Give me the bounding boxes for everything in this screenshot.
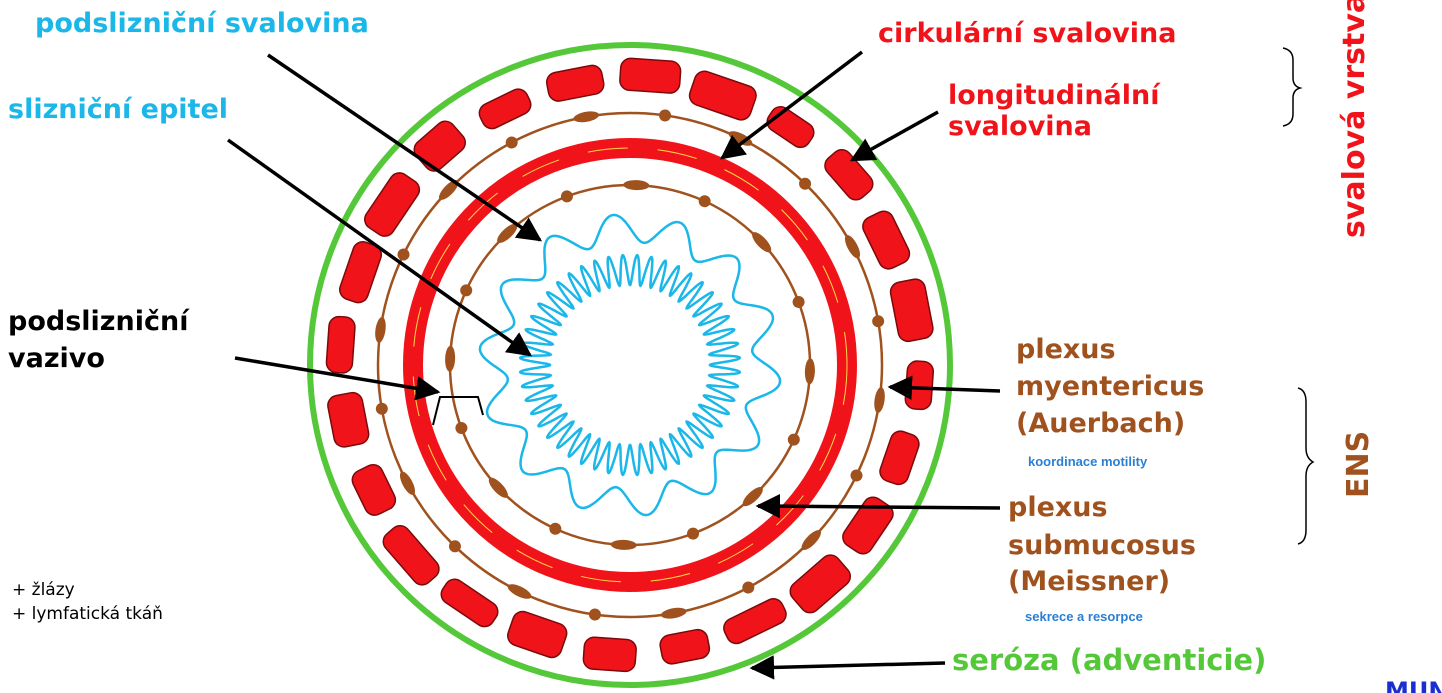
longitudinal-muscle-blob (326, 391, 370, 449)
longitudinal-muscle-blob (326, 316, 356, 374)
longitudinal-muscle-blob (437, 575, 501, 630)
mucosa-outline (480, 215, 780, 515)
longitudinal-muscle-blob (889, 277, 935, 343)
ganglion-node (458, 282, 474, 298)
ganglion-spindle (445, 346, 456, 372)
longitudinal-muscle-blob (905, 360, 934, 410)
note-lymfaticka-tkan: + lymfatická tkáň (12, 603, 163, 626)
longitudinal-muscle-blob (763, 103, 817, 151)
ganglion-spindle (611, 539, 637, 550)
ganglion-spindle (486, 475, 511, 501)
longitudinal-muscle-blob (720, 595, 789, 646)
ganglion-spindle (573, 110, 600, 124)
ganglion-node (504, 134, 520, 150)
label-longitudinalni-line1: longitudinální (948, 82, 1160, 110)
longitudinal-muscle-blob (687, 69, 759, 123)
ganglion-spindle (873, 387, 887, 414)
label-podsliznicni-vazivo-line1: podslizniční (8, 308, 188, 336)
ganglion-node (786, 432, 802, 448)
label-plexus-myentericus-line2: myentericus (1016, 373, 1204, 401)
longitudinal-muscle-blob (583, 637, 637, 673)
longitudinal-muscle-blob (337, 239, 384, 305)
ganglion-node (685, 526, 700, 541)
label-seroza: seróza (adventicie) (952, 645, 1266, 675)
ganglion-node (658, 109, 672, 123)
ganglion-spindle (842, 233, 863, 261)
label-plexus-myentericus-line1: plexus (1016, 336, 1116, 364)
label-longitudinalni-line2: svalovina (948, 113, 1092, 141)
arrow-longitudinalni (852, 112, 938, 160)
ganglion-node (588, 608, 602, 622)
ganglion-spindle (374, 316, 388, 343)
longitudinal-muscle-blob (619, 58, 681, 94)
ganglion-spindle (397, 469, 418, 497)
label-plexus-submucosus-line1: plexus (1008, 494, 1108, 522)
ganglion-node (848, 467, 864, 483)
longitudinal-muscle-blob (860, 208, 913, 272)
ganglion-node (375, 402, 389, 416)
longitudinal-muscle-blob (877, 428, 921, 487)
ganglion-node (697, 193, 713, 209)
ganglion-node (791, 294, 806, 309)
label-ens: ENS (1341, 431, 1376, 498)
ganglion-spindle (660, 606, 687, 620)
ganglion-spindle (623, 180, 649, 191)
longitudinal-muscle-blob (505, 609, 569, 660)
ganglion-node (454, 420, 469, 435)
ganglion-spindle (799, 527, 824, 553)
label-podsliznicni-svalovina: podslizniční svalovina (35, 10, 369, 38)
ganglion-node (740, 579, 756, 595)
ganglion-spindle (804, 358, 815, 384)
longitudinal-muscle-blob (786, 551, 854, 617)
ganglion-node (871, 314, 885, 328)
note-koordinace-motility: koordinace motility (1028, 454, 1147, 469)
epithelium-villi (520, 255, 740, 475)
ganglion-spindle (436, 177, 461, 203)
longitudinal-muscle-blob (658, 628, 711, 666)
longitudinal-muscle-blob (839, 493, 897, 557)
longitudinal-muscle-blob (349, 461, 399, 518)
ganglion-node (559, 189, 574, 204)
label-svalova-vrstva: svalová vrstva (1337, 0, 1372, 238)
label-plexus-myentericus-line3: (Auerbach) (1016, 410, 1185, 438)
ganglion-spindle (749, 229, 774, 255)
ganglion-node (547, 521, 563, 537)
brace-ens (1298, 388, 1313, 544)
note-zlazy: + žlázy (12, 579, 75, 602)
ganglion-spindle (506, 581, 534, 601)
circular-muscle-ring (413, 148, 847, 582)
label-plexus-submucosus-line3: (Meissner) (1008, 568, 1170, 596)
label-sliznicni-epitel: slizniční epitel (8, 96, 228, 124)
longitudinal-muscle-blob (545, 64, 606, 103)
arrow-seroza (752, 663, 945, 668)
arrow-plexus-submucosus (758, 506, 1000, 508)
brace-svalova-vrstva (1283, 48, 1300, 126)
submucosal-ganglia (445, 180, 816, 551)
note-sekrece-a-resorpce: sekrece a resorpce (1025, 609, 1143, 624)
label-plexus-submucosus-line2: submucosus (1008, 532, 1196, 560)
label-cirkularni-svalovina: cirkulární svalovina (878, 20, 1176, 48)
logo-muni: MUNI (1385, 679, 1442, 693)
label-podsliznicni-vazivo-line2: vazivo (8, 345, 105, 373)
longitudinal-muscle-blob (476, 86, 534, 132)
